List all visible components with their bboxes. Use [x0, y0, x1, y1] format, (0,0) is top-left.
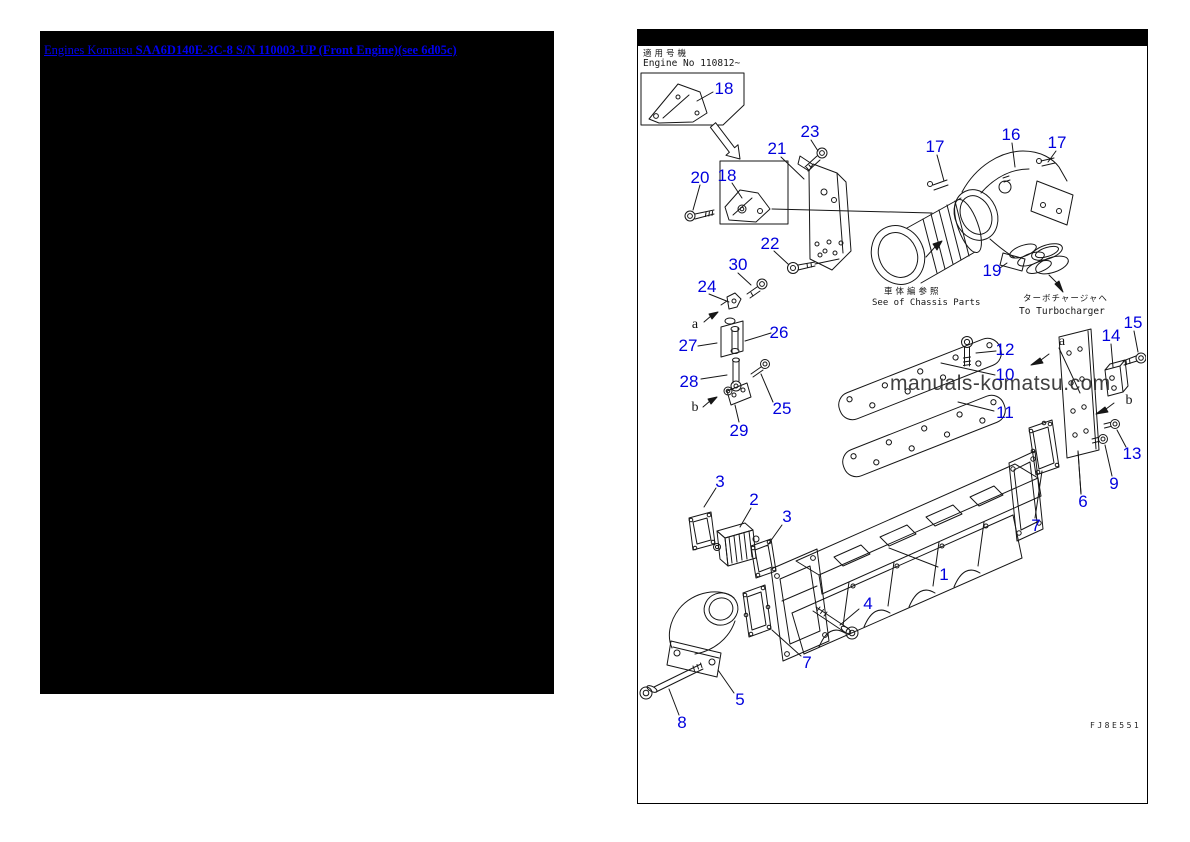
part-callout-5[interactable]: 5	[735, 690, 745, 709]
part-callout-18[interactable]: 18	[714, 79, 734, 98]
part-callout-1[interactable]: 1	[939, 565, 949, 584]
part-callout-16[interactable]: 16	[1001, 125, 1021, 144]
diagram-top-bar	[638, 30, 1147, 46]
part-callout-26[interactable]: 26	[769, 323, 789, 342]
intake-elbow-5	[666, 591, 739, 694]
intake-hose	[870, 197, 982, 285]
part-callout-3[interactable]: 3	[782, 507, 792, 526]
part-callout-12[interactable]: 12	[995, 340, 1015, 359]
bracket-27-spacer-26	[697, 317, 772, 358]
part-callout-7[interactable]: 7	[1031, 516, 1041, 535]
plug-13	[1103, 419, 1127, 448]
gasket-7-left	[742, 584, 802, 657]
eyebolt-22	[773, 250, 840, 274]
plug-9	[1091, 434, 1113, 477]
bolt-15	[1122, 330, 1146, 366]
site-watermark: manuals-komatsu.com	[890, 372, 1111, 395]
part-callout-15[interactable]: 15	[1123, 313, 1143, 332]
part-callout-25[interactable]: 25	[772, 399, 792, 418]
applicable-serial-label: 適用号機	[643, 48, 690, 58]
manual-title-link[interactable]: Engines Komatsu SAA6D140E-3C-8 S/N 11000…	[40, 31, 554, 58]
part-callout-28[interactable]: 28	[679, 372, 699, 391]
part-callout-13[interactable]: 13	[1122, 444, 1142, 463]
part-callout-9[interactable]: 9	[1109, 474, 1119, 493]
part-callout-3[interactable]: 3	[715, 472, 725, 491]
engine-no-label: Engine No 110812~	[643, 58, 741, 69]
bolt-8	[639, 662, 704, 716]
fitting-24	[708, 292, 742, 310]
part-callout-18[interactable]: 18	[717, 166, 737, 185]
bolt-12	[961, 336, 997, 367]
detail-arrow	[709, 122, 741, 160]
chassis-arrow	[925, 240, 943, 258]
turbo-note-jp: ターボチャージャへ	[1023, 293, 1108, 303]
bracket-18	[719, 160, 789, 225]
part-callout-11[interactable]: 11	[996, 403, 1014, 422]
gasket-7-right	[1028, 419, 1060, 519]
part-callout-29[interactable]: 29	[729, 421, 749, 440]
part-callout-a: a	[1058, 334, 1066, 349]
chassis-note-jp: 車体編参照	[884, 286, 942, 296]
part-callout-20[interactable]: 20	[690, 168, 710, 187]
parts-diagram-panel: 適用号機 Engine No 110812~ 車体編参照 See of Chas…	[637, 29, 1148, 804]
gasket-10	[838, 337, 1002, 421]
block-14	[1104, 343, 1129, 397]
part-callout-2[interactable]: 2	[749, 490, 759, 509]
part-callout-14[interactable]: 14	[1101, 326, 1121, 345]
bolt-30	[737, 272, 768, 299]
part-callout-24[interactable]: 24	[697, 277, 717, 296]
bolt-20	[684, 184, 715, 222]
part-callout-23[interactable]: 23	[800, 122, 820, 141]
figure-plate-code: FJ8E551	[1090, 721, 1142, 730]
fitting-28-plate-29	[700, 357, 752, 423]
part-callout-22[interactable]: 22	[760, 234, 780, 253]
exploded-diagram-art	[639, 72, 1146, 716]
position-arrow-a-left	[703, 311, 719, 323]
hose-clamp-17-left	[927, 154, 949, 191]
part-callout-b: b	[691, 400, 699, 415]
inset-detail-box	[640, 72, 745, 126]
bolt-23	[804, 139, 828, 172]
part-callout-10[interactable]: 10	[995, 365, 1015, 384]
part-callout-6[interactable]: 6	[1078, 492, 1088, 511]
part-callout-7[interactable]: 7	[802, 653, 812, 672]
bracket-21	[780, 155, 852, 271]
manual-title-main: SAA6D140E-3C-8 S/N 110003-UP (Front Engi…	[135, 43, 457, 57]
turbo-rings-19	[999, 243, 1069, 293]
intake-manifold-1	[770, 450, 1082, 662]
chassis-note-en: See of Chassis Parts	[872, 298, 981, 308]
gasket-11	[842, 394, 1006, 478]
part-callout-17[interactable]: 17	[925, 137, 945, 156]
hose-clamp-17-right	[1036, 150, 1057, 167]
manual-title-prefix: Engines Komatsu	[44, 43, 136, 57]
part-callout-27[interactable]: 27	[678, 336, 698, 355]
part-callout-4[interactable]: 4	[863, 594, 873, 613]
part-callout-17[interactable]: 17	[1047, 133, 1067, 152]
part-callout-30[interactable]: 30	[728, 255, 748, 274]
bolt-25	[750, 359, 774, 403]
position-arrow-b-left	[702, 396, 718, 408]
air-connector-16	[953, 142, 1074, 274]
gasket-3-right	[750, 524, 783, 579]
bolt-4	[812, 606, 860, 640]
part-callout-a: a	[691, 317, 699, 332]
left-black-panel: Engines Komatsu SAA6D140E-3C-8 S/N 11000…	[40, 31, 554, 694]
part-callout-21[interactable]: 21	[767, 139, 787, 158]
turbo-note-en: To Turbocharger	[1019, 306, 1105, 317]
part-callout-19[interactable]: 19	[982, 261, 1002, 280]
part-callout-b: b	[1125, 393, 1133, 408]
part-callout-8[interactable]: 8	[677, 713, 687, 732]
